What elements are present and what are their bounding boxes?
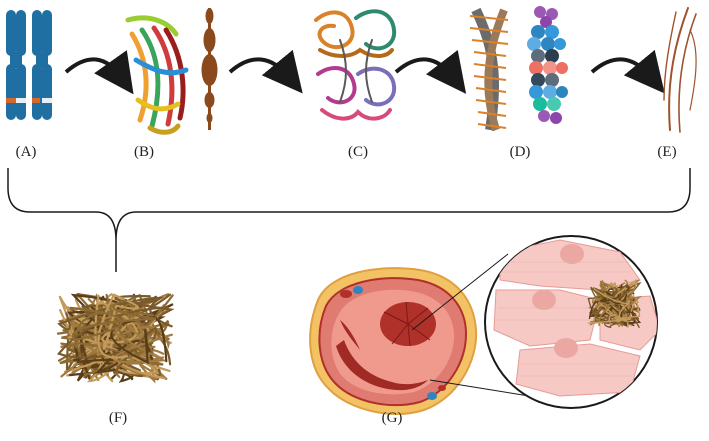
chromosome-pair-icon	[6, 10, 52, 120]
fiber-strand	[57, 296, 173, 331]
label-e: (E)	[657, 144, 677, 160]
fiber-strand	[69, 298, 157, 342]
fiber-strands-icon	[663, 7, 697, 133]
label-b: (B)	[134, 144, 154, 160]
fiber-strand	[56, 306, 169, 374]
bead-chain-icon	[201, 8, 218, 130]
tissue-cross-section-icon	[309, 267, 478, 415]
arrow-a-to-b	[64, 50, 134, 95]
label-d: (D)	[509, 144, 531, 160]
arrow-d-to-e	[590, 49, 665, 94]
fiber-strand	[97, 293, 140, 359]
fibril-stack-icon	[469, 7, 509, 132]
magnified-cells-icon	[484, 235, 658, 409]
fiber-strand	[102, 313, 173, 364]
protein-ribbon-icon	[125, 15, 189, 135]
arrow-c-to-d	[394, 49, 467, 94]
label-f: (F)	[108, 410, 128, 426]
zoom-line-top	[411, 253, 509, 331]
fiber-strand	[83, 294, 159, 375]
fiber-strand	[587, 301, 641, 324]
fiber-strand	[73, 293, 164, 366]
label-a: (A)	[15, 144, 37, 160]
fiber-strand	[600, 293, 637, 315]
fiber-strand	[107, 295, 175, 378]
fiber-strand	[594, 285, 636, 306]
helical-bead-assembly-icon	[527, 6, 568, 124]
grouping-brace	[7, 168, 691, 272]
label-g: (G)	[381, 410, 403, 426]
label-c: (C)	[348, 144, 368, 160]
fiber-strand	[110, 316, 168, 365]
tangled-fiber-mass-icon	[56, 293, 175, 384]
arrow-b-to-c	[228, 49, 303, 94]
fiber-strand	[599, 299, 639, 329]
fiber-strand	[593, 288, 630, 326]
protein-complex-icon	[314, 9, 397, 121]
